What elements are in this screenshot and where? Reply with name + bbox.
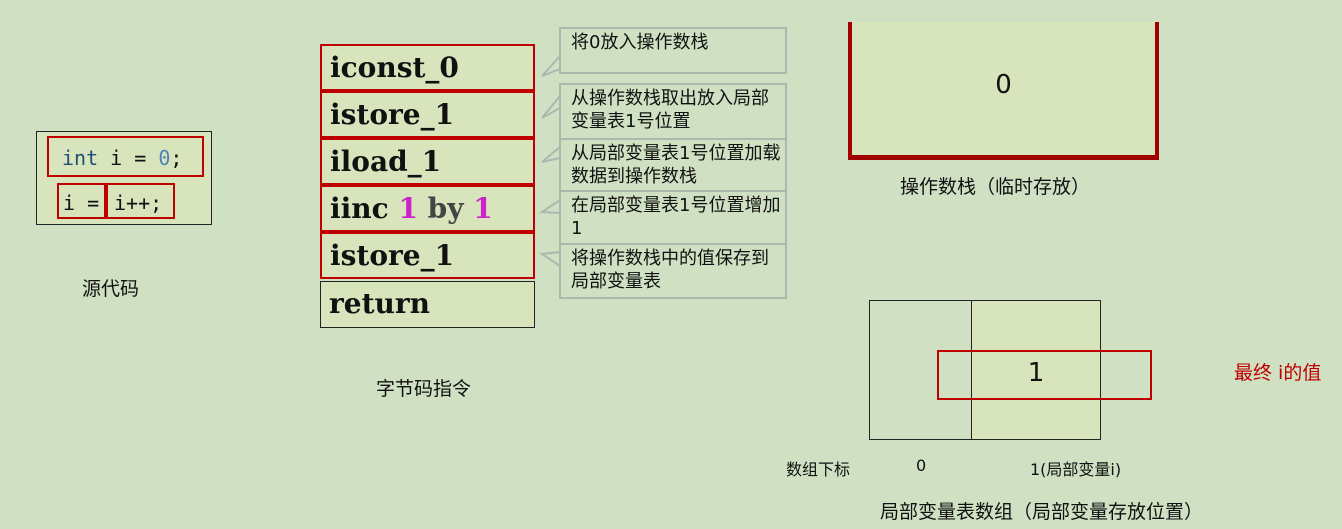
callout-pointer [539, 251, 561, 267]
operand-stack [848, 22, 1159, 160]
index-0: 0 [916, 456, 927, 475]
bytecode-row: istore_1 [320, 232, 535, 279]
bytecode-arg: 1 [473, 192, 493, 225]
bytecode-row: iload_1 [320, 138, 535, 185]
index-label: 数组下标 [786, 460, 851, 479]
bytecode-row: istore_1 [320, 91, 535, 138]
source-line-assign-left: i = [57, 183, 106, 219]
final-value-label: 最终 i的值 [1234, 362, 1322, 384]
bytecode-row: return [320, 281, 535, 328]
bytecode-row: iconst_0 [320, 44, 535, 91]
callout-pointers [538, 55, 561, 267]
source-code-box [36, 131, 212, 225]
operand-stack-caption: 操作数栈（临时存放） [900, 176, 1091, 198]
code-number: 0 [158, 146, 171, 170]
local-var-value: 1 [1027, 358, 1045, 388]
index-1: 1(局部变量i) [1030, 460, 1122, 479]
callout-pointer [541, 146, 561, 163]
callout: 将操作数栈中的值保存到局部变量表 [559, 243, 787, 299]
callout-pointer [538, 199, 561, 214]
source-caption: 源代码 [82, 278, 140, 300]
local-var-cell-1 [971, 300, 1101, 440]
keyword-int: int [62, 146, 99, 170]
bytecode-op: iinc [330, 192, 389, 225]
callout-pointer [541, 95, 561, 119]
operand-stack-value: 0 [995, 70, 1012, 100]
final-value-highlight [937, 350, 1152, 400]
code-text: ; [170, 146, 183, 170]
source-line-declaration: int i = 0; [47, 136, 204, 177]
bytecode-row: iinc 1 by 1 [320, 185, 535, 232]
callout: 将0放入操作数栈 [559, 27, 787, 74]
code-text: i = [98, 146, 159, 170]
callout: 在局部变量表1号位置增加1 [559, 190, 787, 246]
callout: 从局部变量表1号位置加载数据到操作数栈 [559, 138, 787, 194]
bytecode-by: by [427, 192, 464, 225]
bytecode-caption: 字节码指令 [376, 378, 472, 400]
local-var-caption: 局部变量表数组（局部变量存放位置） [880, 501, 1204, 523]
callout-pointer [541, 55, 561, 77]
bytecode-arg: 1 [398, 192, 418, 225]
source-line-assign-right: i++; [106, 183, 175, 219]
callout: 从操作数栈取出放入局部变量表1号位置 [559, 83, 787, 141]
